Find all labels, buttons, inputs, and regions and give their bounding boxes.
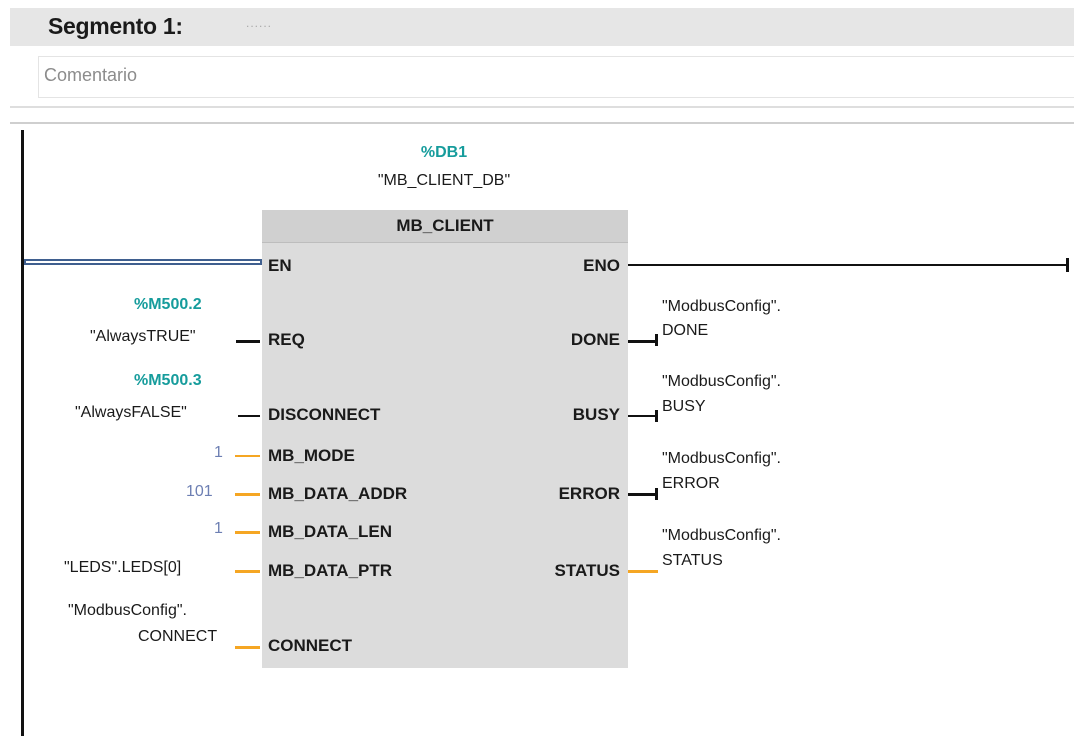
pin-done: DONE	[570, 330, 620, 349]
segment-title-placeholder[interactable]: ......	[246, 16, 273, 30]
req-operand-name[interactable]: "AlwaysTRUE"	[90, 328, 196, 345]
disconnect-wire	[238, 415, 260, 417]
mb-data-len-wire	[235, 531, 260, 534]
eno-wire[interactable]	[628, 264, 1068, 266]
left-power-rail	[21, 130, 24, 736]
instance-db-address[interactable]: %DB1	[420, 144, 468, 161]
mb-data-ptr-wire	[235, 570, 260, 573]
busy-wire-end	[655, 410, 658, 422]
instance-db-name[interactable]: "MB_CLIENT_DB"	[377, 172, 511, 189]
block-header	[262, 210, 628, 243]
disconnect-operand-address[interactable]: %M500.3	[134, 372, 202, 389]
pin-mb-data-addr: MB_DATA_ADDR	[268, 484, 408, 503]
segment-comment-placeholder: Comentario	[44, 65, 138, 85]
busy-operand-line2[interactable]: BUSY	[662, 398, 706, 415]
done-wire-end	[655, 334, 658, 346]
eno-wire-end	[1066, 258, 1069, 272]
mb-data-len-operand-value[interactable]: 1	[214, 520, 223, 537]
req-wire	[236, 340, 260, 343]
segment-comment-field[interactable]	[38, 56, 1074, 98]
mb-mode-wire	[235, 455, 260, 457]
mb-mode-operand-value[interactable]: 1	[214, 444, 223, 461]
en-power-wire[interactable]	[24, 259, 262, 265]
status-operand-line2[interactable]: STATUS	[662, 552, 723, 569]
error-operand-line2[interactable]: ERROR	[662, 475, 720, 492]
connect-operand-name-line1[interactable]: "ModbusConfig".	[68, 602, 187, 619]
disconnect-operand-name[interactable]: "AlwaysFALSE"	[75, 404, 187, 421]
error-wire-end	[655, 488, 658, 500]
connect-wire	[235, 646, 260, 649]
block-type-name: MB_CLIENT	[396, 216, 494, 235]
header-divider	[10, 106, 1074, 108]
status-operand-line1[interactable]: "ModbusConfig".	[662, 527, 781, 544]
pin-mb-mode: MB_MODE	[268, 446, 355, 465]
mb-data-addr-wire	[235, 493, 260, 496]
pin-busy: BUSY	[572, 405, 620, 424]
pin-disconnect: DISCONNECT	[268, 405, 381, 424]
busy-wire	[628, 415, 658, 417]
pin-connect: CONNECT	[268, 636, 353, 655]
pin-mb-data-ptr: MB_DATA_PTR	[268, 561, 393, 580]
segment-header-bar[interactable]	[10, 8, 1074, 46]
connect-operand-name-line2[interactable]: CONNECT	[138, 628, 218, 645]
mb-data-ptr-operand-name[interactable]: "LEDS".LEDS[0]	[64, 559, 182, 576]
done-wire	[628, 340, 658, 343]
status-wire	[628, 570, 658, 573]
busy-operand-line1[interactable]: "ModbusConfig".	[662, 373, 781, 390]
pin-error: ERROR	[558, 484, 620, 503]
error-wire	[628, 493, 658, 496]
mb-data-addr-operand-value[interactable]: 101	[186, 483, 213, 500]
pin-eno: ENO	[583, 256, 620, 275]
network-top-border	[10, 122, 1074, 124]
done-operand-line2[interactable]: DONE	[662, 322, 709, 339]
segment-title: Segmento 1:	[48, 13, 183, 39]
pin-mb-data-len: MB_DATA_LEN	[268, 522, 393, 541]
req-operand-address[interactable]: %M500.2	[134, 296, 202, 313]
error-operand-line1[interactable]: "ModbusConfig".	[662, 450, 781, 467]
pin-en: EN	[268, 256, 292, 275]
mb-client-block[interactable]	[262, 210, 628, 668]
pin-status: STATUS	[554, 561, 620, 580]
pin-req: REQ	[268, 330, 305, 349]
done-operand-line1[interactable]: "ModbusConfig".	[662, 298, 781, 315]
